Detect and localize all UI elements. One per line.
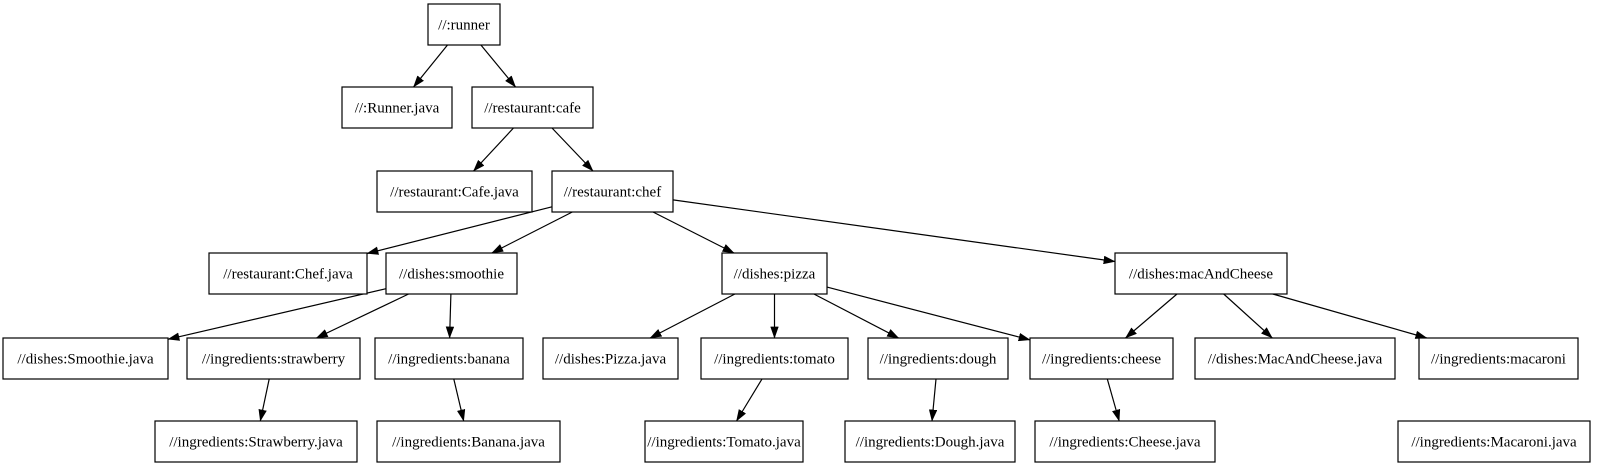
graph-node-chef_java: //restaurant:Chef.java — [208, 252, 368, 295]
node-box-runner — [427, 3, 501, 46]
graph-node-smoothie_java: //dishes:Smoothie.java — [2, 337, 169, 380]
node-box-cafe_java — [376, 170, 533, 213]
graph-node-macaroni_java: //ingredients:Macaroni.java — [1397, 420, 1591, 463]
edge-tomato-to-tomato_java — [735, 378, 763, 422]
node-box-tomato — [700, 337, 849, 380]
graph-node-runner: //:runner — [427, 3, 501, 46]
graph-node-banana: //ingredients:banana — [374, 337, 524, 380]
node-box-pizza — [721, 252, 828, 295]
graph-node-smoothie: //dishes:smoothie — [385, 252, 518, 295]
graph-node-chef: //restaurant:chef — [551, 170, 674, 213]
edge-strawberry-to-strawberry_java — [258, 378, 270, 422]
node-label-strawberry_java: //ingredients:Strawberry.java — [169, 435, 343, 451]
node-label-chef_java: //restaurant:Chef.java — [223, 267, 353, 283]
node-box-mac_and_cheese_java — [1194, 337, 1396, 380]
edge-chef-to-mac_and_cheese — [672, 199, 1116, 265]
node-box-smoothie — [385, 252, 518, 295]
node-box-strawberry — [186, 337, 361, 380]
node-box-strawberry_java — [154, 420, 358, 463]
node-box-pizza_java — [542, 337, 679, 380]
graph-node-tomato_java: //ingredients:Tomato.java — [644, 420, 804, 463]
graph-node-mac_and_cheese: //dishes:macAndCheese — [1114, 252, 1288, 295]
node-label-cheese_java: //ingredients:Cheese.java — [1049, 435, 1201, 451]
node-label-pizza_java: //dishes:Pizza.java — [555, 352, 667, 368]
node-box-cafe — [471, 86, 594, 129]
edge-runner-to-cafe — [480, 44, 517, 88]
graph-node-cafe: //restaurant:cafe — [471, 86, 594, 129]
graph-node-strawberry_java: //ingredients:Strawberry.java — [154, 420, 358, 463]
node-label-mac_and_cheese: //dishes:macAndCheese — [1129, 267, 1273, 283]
graph-node-dough_java: //ingredients:Dough.java — [844, 420, 1016, 463]
edge-chef-to-smoothie — [491, 211, 573, 254]
node-box-cheese — [1029, 337, 1174, 380]
edge-pizza-to-pizza_java — [649, 293, 736, 339]
node-label-smoothie_java: //dishes:Smoothie.java — [17, 352, 154, 368]
node-label-smoothie: //dishes:smoothie — [399, 267, 504, 283]
node-label-banana: //ingredients:banana — [388, 352, 510, 368]
graph-node-pizza: //dishes:pizza — [721, 252, 828, 295]
node-label-runner_java: //:Runner.java — [355, 101, 440, 117]
edge-pizza-to-dough — [813, 293, 900, 339]
node-label-strawberry: //ingredients:strawberry — [202, 352, 346, 368]
edges-layer — [167, 44, 1428, 422]
graph-node-pizza_java: //dishes:Pizza.java — [542, 337, 679, 380]
node-label-dough: //ingredients:dough — [880, 352, 997, 368]
node-box-chef — [551, 170, 674, 213]
edge-pizza-to-cheese — [826, 286, 1031, 342]
node-label-dough_java: //ingredients:Dough.java — [856, 435, 1005, 451]
edge-cafe-to-chef — [551, 127, 594, 172]
node-box-banana — [374, 337, 524, 380]
graph-node-mac_and_cheese_java: //dishes:MacAndCheese.java — [1194, 337, 1396, 380]
node-label-chef: //restaurant:chef — [564, 185, 661, 201]
node-label-cafe_java: //restaurant:Cafe.java — [390, 185, 519, 201]
edge-mac_and_cheese-to-cheese — [1125, 293, 1178, 339]
node-box-banana_java — [376, 420, 561, 463]
edge-cafe-to-cafe_java — [473, 127, 514, 172]
node-label-tomato: //ingredients:tomato — [714, 352, 835, 368]
edge-smoothie-to-strawberry — [315, 293, 409, 339]
node-box-macaroni_java — [1397, 420, 1591, 463]
node-label-cafe: //restaurant:cafe — [484, 101, 581, 117]
edge-mac_and_cheese-to-macaroni — [1272, 293, 1428, 339]
node-label-cheese: //ingredients:cheese — [1042, 352, 1161, 368]
edge-cheese-to-cheese_java — [1106, 378, 1121, 422]
graph-node-cheese_java: //ingredients:Cheese.java — [1034, 420, 1216, 463]
node-box-cheese_java — [1034, 420, 1216, 463]
node-box-dough — [867, 337, 1009, 380]
nodes-layer: //:runner //:Runner.java //restaurant:cafe… — [2, 3, 1591, 463]
node-label-macaroni_java: //ingredients:Macaroni.java — [1411, 435, 1577, 451]
graph-node-strawberry: //ingredients:strawberry — [186, 337, 361, 380]
edge-dough-to-dough_java — [928, 378, 938, 422]
edge-runner-to-runner_java — [413, 44, 448, 88]
edge-smoothie-to-banana — [445, 293, 455, 339]
graph-node-banana_java: //ingredients:Banana.java — [376, 420, 561, 463]
edge-banana-to-banana_java — [453, 378, 466, 422]
graph-node-tomato: //ingredients:tomato — [700, 337, 849, 380]
graph-node-runner_java: //:Runner.java — [341, 86, 453, 129]
node-box-macaroni — [1418, 337, 1579, 380]
edge-smoothie-to-smoothie_java — [167, 288, 387, 341]
node-label-tomato_java: //ingredients:Tomato.java — [647, 435, 801, 451]
graph-node-dough: //ingredients:dough — [867, 337, 1009, 380]
node-label-pizza: //dishes:pizza — [734, 267, 816, 283]
node-box-smoothie_java — [2, 337, 169, 380]
edge-chef-to-pizza — [652, 211, 735, 254]
node-label-macaroni: //ingredients:macaroni — [1431, 352, 1566, 368]
node-box-tomato_java — [644, 420, 804, 463]
edge-mac_and_cheese-to-mac_and_cheese_java — [1223, 293, 1273, 339]
edge-chef-to-chef_java — [366, 206, 553, 255]
node-box-runner_java — [341, 86, 453, 129]
graph-node-macaroni: //ingredients:macaroni — [1418, 337, 1579, 380]
node-box-chef_java — [208, 252, 368, 295]
graph-node-cheese: //ingredients:cheese — [1029, 337, 1174, 380]
node-box-mac_and_cheese — [1114, 252, 1288, 295]
node-label-runner: //:runner — [438, 18, 490, 34]
graph-node-cafe_java: //restaurant:Cafe.java — [376, 170, 533, 213]
node-box-dough_java — [844, 420, 1016, 463]
node-label-mac_and_cheese_java: //dishes:MacAndCheese.java — [1208, 352, 1383, 368]
node-label-banana_java: //ingredients:Banana.java — [392, 435, 545, 451]
